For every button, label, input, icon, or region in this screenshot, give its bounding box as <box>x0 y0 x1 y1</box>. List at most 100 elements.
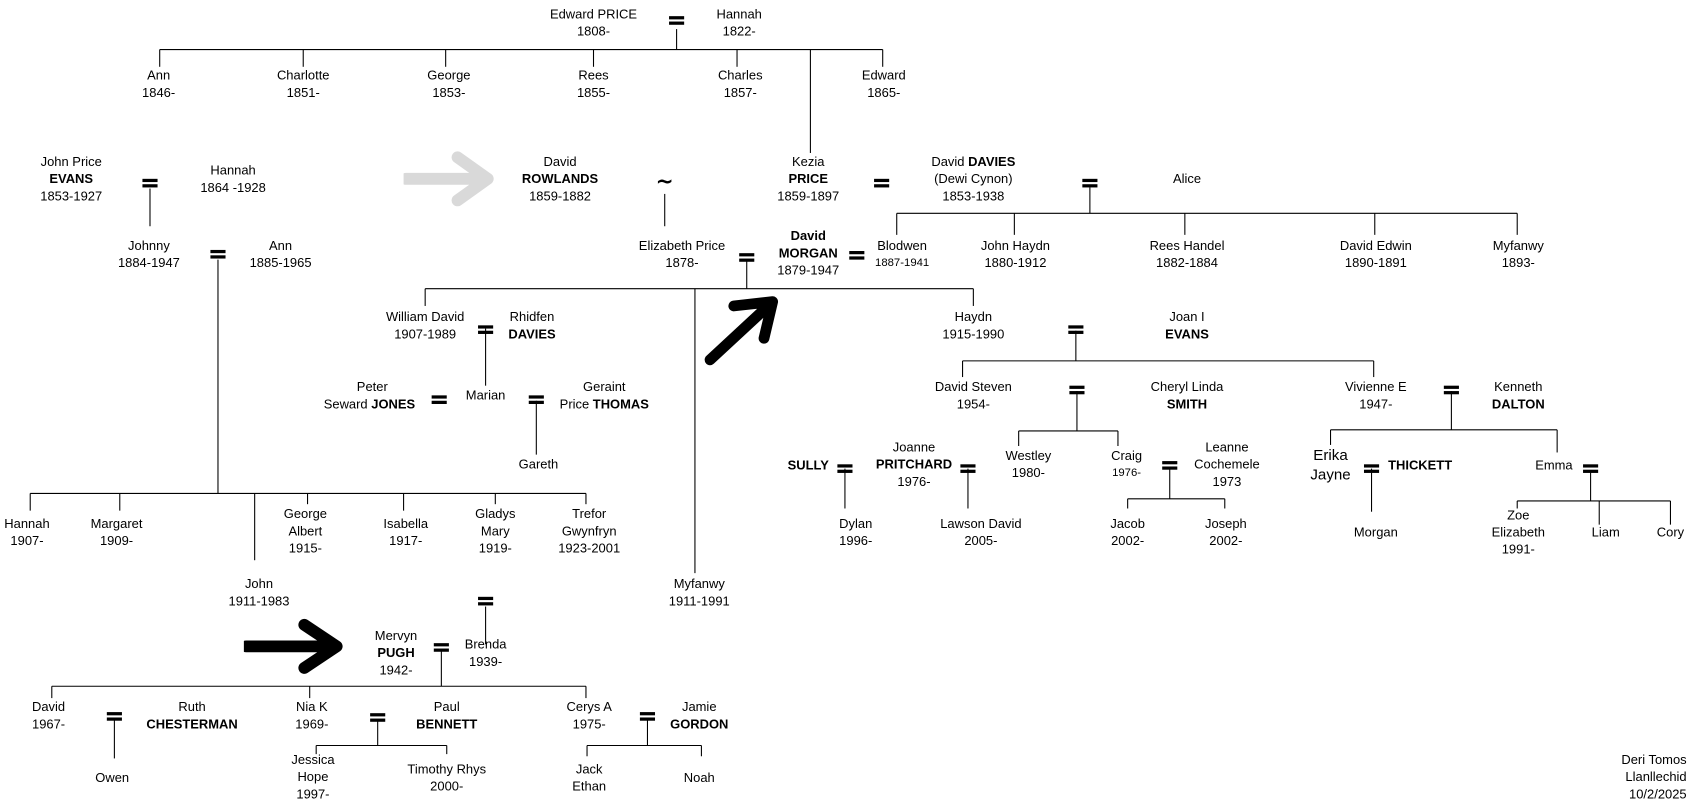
marriage-symbol <box>210 249 226 259</box>
marriage-symbol <box>1583 464 1599 473</box>
person-gareth: Gareth <box>518 456 559 472</box>
marriage-symbol <box>1162 461 1178 470</box>
marriage-symbol <box>639 712 656 721</box>
black-arrow-icon <box>243 618 343 674</box>
marriage-symbol <box>739 253 755 262</box>
marriage-symbol <box>849 251 865 260</box>
person-emma: Emma <box>1535 457 1573 473</box>
marriage-symbol <box>669 16 685 25</box>
marriage-symbol <box>433 643 449 652</box>
marriage-symbol <box>1443 385 1459 395</box>
footer-place: Llanllechid <box>1625 769 1687 785</box>
person-morgan: Morgan <box>1353 524 1398 540</box>
person-liam: Liam <box>1591 524 1620 540</box>
marriage-symbol <box>478 325 494 334</box>
footer-author: Deri Tomos <box>1621 751 1687 768</box>
black-diagonal-arrow-icon <box>704 296 779 366</box>
union-symbol: ~ <box>655 168 674 194</box>
marriage-symbol <box>1069 385 1085 395</box>
marriage-symbol <box>1068 325 1084 334</box>
person-sully: SULLY <box>787 457 829 473</box>
person-cory: Cory <box>1656 524 1685 540</box>
marriage-symbol <box>370 713 386 722</box>
marriage-symbol <box>874 178 890 188</box>
person-thickett: THICKETT <box>1388 457 1453 473</box>
marriage-symbol <box>1363 464 1380 473</box>
grey-arrow-icon <box>403 151 494 207</box>
person-marian: Marian <box>465 387 506 403</box>
person-owen: Owen <box>95 770 130 786</box>
marriage-symbol <box>960 464 976 473</box>
marriage-symbol <box>837 464 853 473</box>
marriage-symbol <box>528 395 544 404</box>
marriage-symbol <box>106 712 122 721</box>
footer-date: 10/2/2025 <box>1629 786 1687 802</box>
marriage-symbol <box>478 596 494 606</box>
person-noah: Noah <box>683 770 715 786</box>
marriage-symbol <box>431 395 447 404</box>
marriage-symbol <box>142 178 158 188</box>
person-david-davies: David DAVIES(Dewi Cynon)1853-1938 <box>931 154 1016 204</box>
